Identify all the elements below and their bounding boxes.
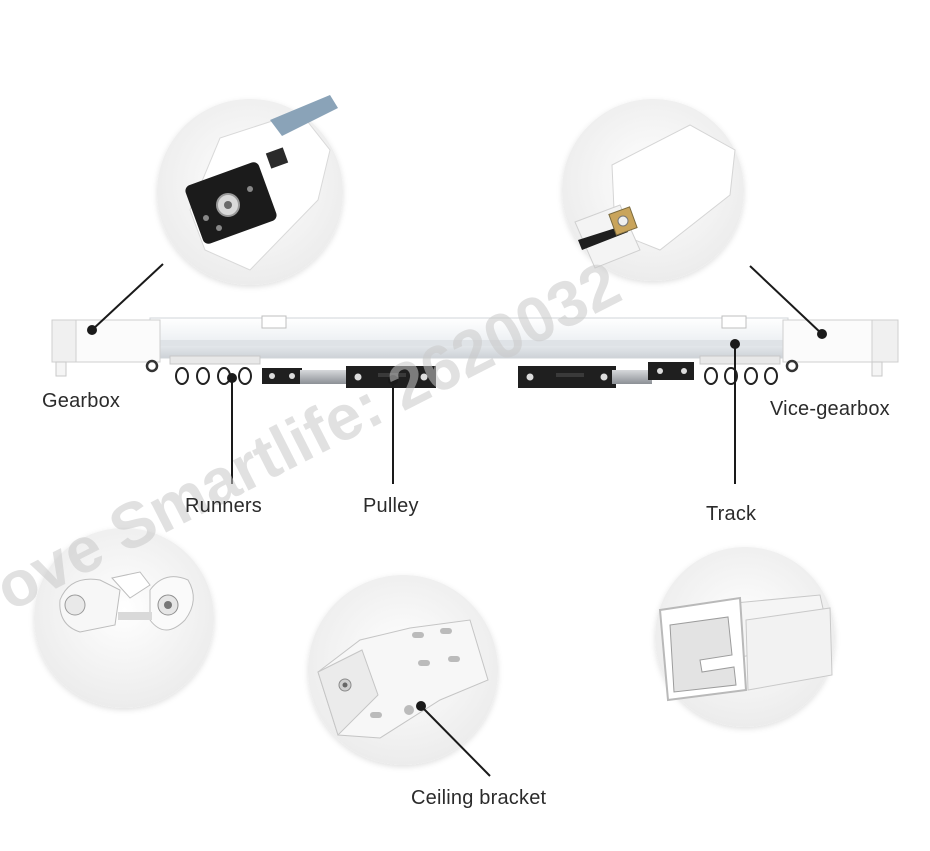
runner-ring (764, 367, 778, 385)
ceiling-bracket-label: Ceiling bracket (411, 787, 547, 809)
pulley-leader-dot (388, 375, 398, 385)
ceiling-bracket-closeup (317, 619, 489, 739)
vice-gearbox-label: Vice-gearbox (770, 398, 890, 420)
curtain-track-assembly (51, 315, 899, 388)
vice-gearbox-closeup (574, 124, 736, 269)
gearbox-leader-dot (87, 325, 97, 335)
runner-ring (744, 367, 758, 385)
vice-gearbox-leader-dot (817, 329, 827, 339)
ceiling-bracket-leader-dot (416, 701, 426, 711)
leader-lines (87, 263, 827, 777)
vice-gearbox (782, 319, 899, 377)
runners-right (699, 355, 781, 385)
pulley-right (518, 362, 694, 388)
track-label: Track (706, 503, 757, 525)
runners-closeup (59, 571, 194, 633)
track-leader-dot (730, 339, 740, 349)
track-detail-circle (655, 547, 835, 727)
runners-left (169, 355, 261, 385)
pulley-left (262, 366, 436, 388)
runners-detail-circle (34, 528, 214, 708)
ceiling-bracket-detail-circle (308, 575, 498, 765)
gearbox-closeup (185, 95, 338, 271)
pulley-label: Pulley (363, 495, 419, 517)
runner-ring (238, 367, 252, 385)
gearbox (51, 319, 161, 377)
runner-ring (175, 367, 189, 385)
gearbox-label: Gearbox (42, 390, 121, 412)
vice-gearbox-leader-line (749, 265, 823, 335)
runners-leader-dot (227, 373, 237, 383)
ceiling-bracket-leader-line (420, 705, 491, 777)
track-rail (149, 317, 789, 359)
vice-gearbox-detail-circle (562, 99, 744, 281)
runner-ring (704, 367, 718, 385)
track-profile-closeup (658, 594, 833, 702)
runner-ring (196, 367, 210, 385)
runner-ring (724, 367, 738, 385)
gearbox-detail-circle (157, 95, 343, 285)
gearbox-leader-line (91, 263, 164, 331)
runners-label: Runners (185, 495, 262, 517)
